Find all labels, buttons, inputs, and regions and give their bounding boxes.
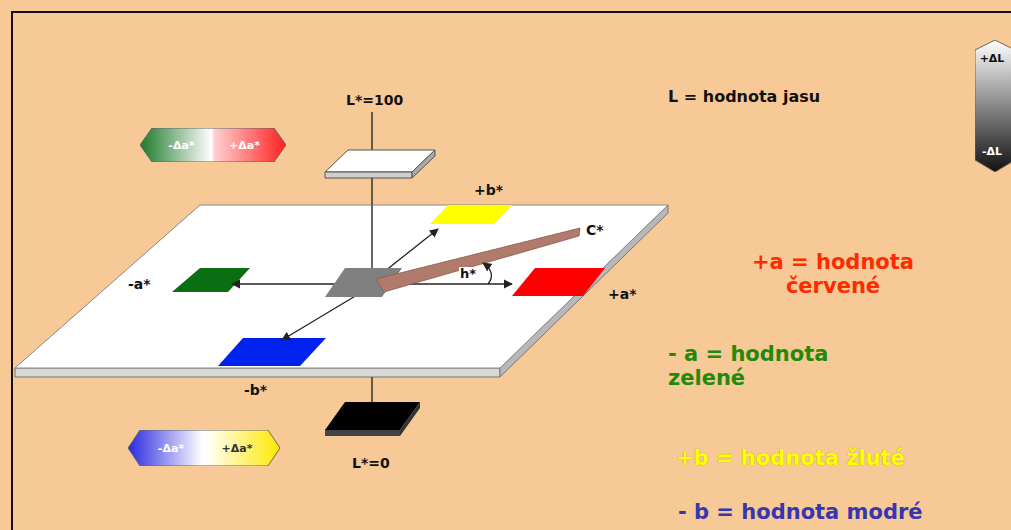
badge-text: +Δa* <box>229 139 260 152</box>
legend-text: L = hodnota jasu <box>668 88 820 106</box>
delta-l-scale: +ΔL -ΔL <box>975 40 1011 172</box>
badge-text: +ΔL <box>980 52 1005 65</box>
axis-label: L*=100 <box>346 92 403 108</box>
badge-text: +Δa* <box>222 442 253 455</box>
axis-label: h* <box>459 267 477 280</box>
legend-text: - b = hodnota modré <box>678 500 923 524</box>
axis-label: +b* <box>474 182 503 198</box>
axis-label: +a* <box>608 286 637 302</box>
legend-text: +a = hodnota červené <box>718 250 948 298</box>
legend-text: - a = hodnota zelené <box>668 342 868 390</box>
axis-label: C* <box>586 222 604 238</box>
badge-shape <box>128 430 280 466</box>
badge-shape <box>140 128 286 162</box>
badge-text: -ΔL <box>982 145 1002 158</box>
axis-label: -a* <box>128 276 151 292</box>
delta-badge: -Δa* +Δa* <box>128 430 280 466</box>
badge-text: -Δa* <box>158 442 184 455</box>
axis-label: -b* <box>244 382 267 398</box>
legend-text: +b = hodnota žluté <box>676 446 905 470</box>
badge-text: -Δa* <box>168 139 194 152</box>
delta-badge: -Δa* +Δa* <box>140 128 286 162</box>
axis-label: L*=0 <box>352 455 390 471</box>
